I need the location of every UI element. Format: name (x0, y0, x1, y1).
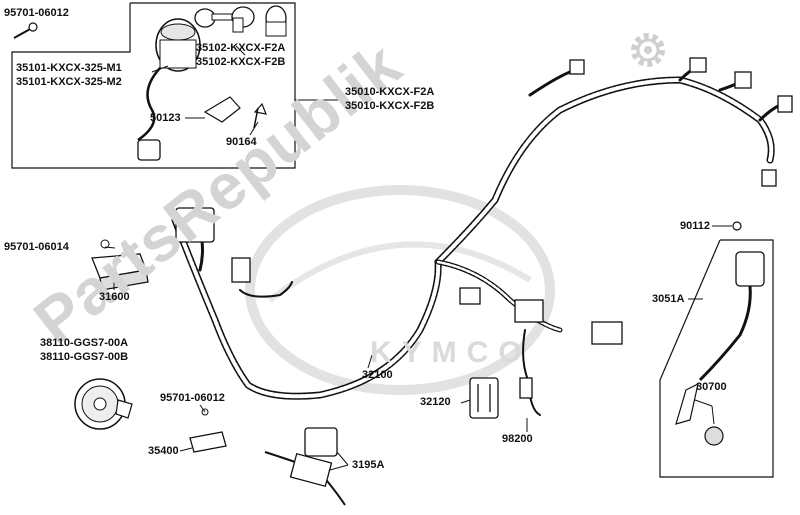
part-label-31600: 31600 (99, 291, 130, 303)
main-wire-harness (171, 63, 782, 416)
part-label-98200: 98200 (502, 433, 533, 445)
ignition-group-box (11, 2, 296, 169)
part-label-38110-a: 38110-GGS7-00A (40, 337, 129, 349)
relay (189, 408, 227, 453)
watermark-brand: KYMCO (370, 336, 532, 369)
part-label-32120: 32120 (420, 396, 451, 408)
part-label-95701-06012-top: 95701-06012 (4, 7, 69, 19)
ignition-switch (137, 18, 201, 161)
watermark-inner-oval (268, 241, 532, 303)
ignition-key (194, 6, 255, 33)
part-label-35101-m1: 35101-KXCX-325-M1 (16, 62, 122, 74)
control-module (264, 427, 346, 506)
part-label-35102-f2a: 35102-KXCX-F2A (196, 42, 286, 54)
part-label-35400: 35400 (148, 445, 179, 457)
part-label-90112: 90112 (680, 220, 710, 232)
part-label-3051a: 3051A (652, 293, 685, 305)
seat-lock-cylinder (265, 5, 287, 37)
part-label-35102-f2b: 35102-KXCX-F2B (196, 56, 286, 68)
ignition-coil (675, 221, 765, 446)
horn (74, 378, 133, 430)
ignition-bracket (203, 96, 267, 129)
part-label-38110-b: 38110-GGS7-00B (40, 351, 129, 363)
leader-lines (104, 45, 732, 471)
part-label-3195a: 3195A (352, 459, 385, 471)
coil-group-box (659, 239, 774, 478)
bolt-icon (13, 22, 38, 39)
regulator (91, 239, 149, 291)
fuse-holder (469, 377, 499, 419)
part-label-35010-f2b: 35010-KXCX-F2B (345, 100, 435, 112)
part-label-50123: 50123 (150, 112, 181, 124)
part-label-90164: 90164 (226, 136, 257, 148)
part-label-32100: 32100 (362, 369, 393, 381)
harness-connectors (175, 57, 793, 399)
part-label-30700: 30700 (696, 381, 727, 393)
watermark-oval (245, 185, 555, 395)
gear-icon (631, 33, 665, 67)
part-label-35010-f2a: 35010-KXCX-F2A (345, 86, 435, 98)
part-label-35101-m2: 35101-KXCX-325-M2 (16, 76, 122, 88)
part-label-95701-06012-mid: 95701-06012 (160, 392, 225, 404)
part-label-95701-06014: 95701-06014 (4, 241, 69, 253)
